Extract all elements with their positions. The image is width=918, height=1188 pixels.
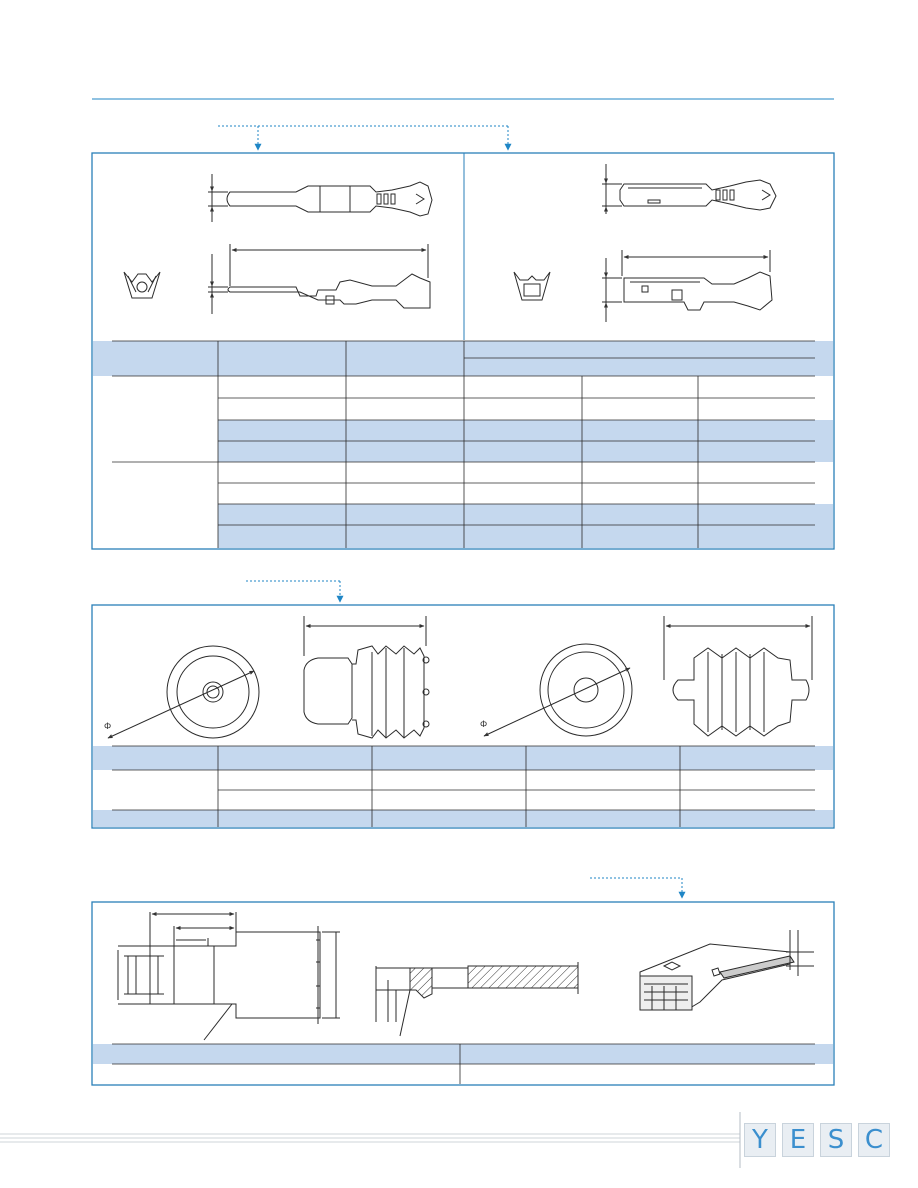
logo-letter: E — [789, 1125, 807, 1155]
logo-letter-box: Y — [744, 1123, 776, 1157]
housing-isometric-drawing — [639, 930, 814, 1011]
female-terminal-drawing — [513, 164, 777, 322]
housing-frame — [91, 901, 835, 1086]
lance-section-drawing — [375, 962, 579, 1037]
logo-letter: Y — [752, 1125, 768, 1155]
logo-letter: C — [864, 1125, 884, 1155]
housing-cavity-drawing — [117, 912, 340, 1041]
svg-text:Φ: Φ — [480, 719, 487, 729]
wire-seal-drawing: Φ — [104, 616, 430, 739]
logo-letter: S — [827, 1125, 845, 1155]
seal-callout-arrow — [246, 580, 344, 603]
housing-table — [93, 1043, 833, 1084]
blind-plug-drawing: Φ — [480, 616, 813, 737]
footer-rules — [0, 1112, 741, 1168]
terminals-frame — [91, 152, 835, 550]
seals-frame — [91, 604, 835, 829]
logo-letter-box: S — [820, 1123, 852, 1157]
male-terminal-drawing — [123, 174, 433, 314]
logo-letter-box: E — [782, 1123, 814, 1157]
terminals-table — [93, 340, 833, 548]
logo-letter-box: C — [858, 1123, 890, 1157]
seals-table — [93, 745, 833, 827]
housing-callout-arrow — [590, 877, 686, 899]
svg-text:Φ: Φ — [104, 721, 111, 731]
yesc-logo: Y E S C — [744, 1123, 914, 1157]
terminal-callout-arrows — [218, 125, 512, 151]
